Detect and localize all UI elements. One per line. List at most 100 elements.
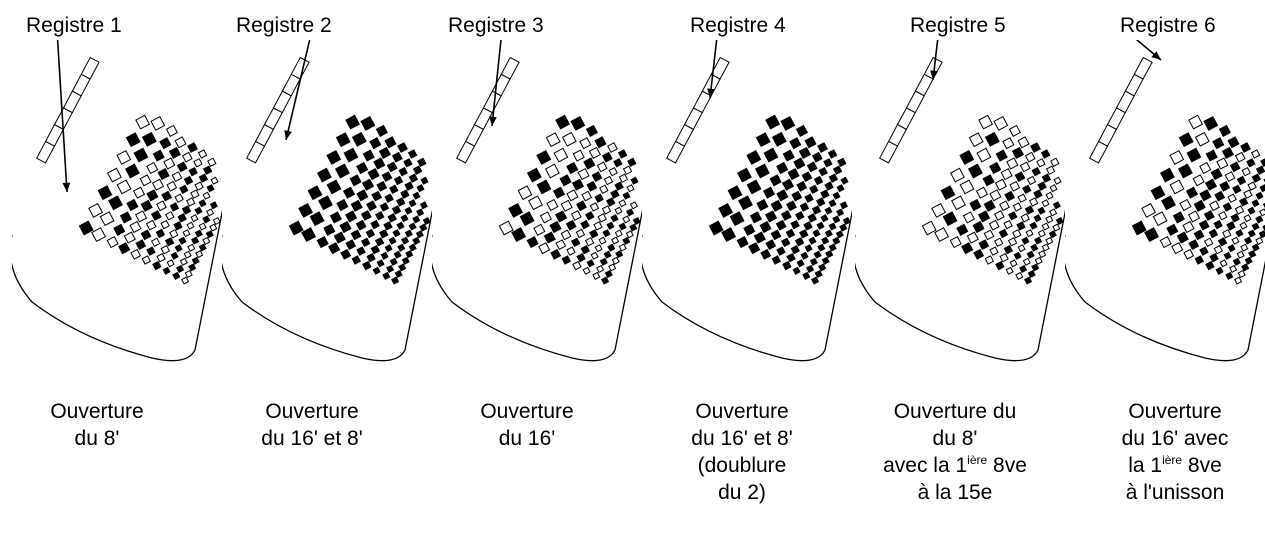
pipe-hole bbox=[375, 211, 385, 221]
pipe-hole bbox=[1185, 186, 1199, 199]
pipe-hole bbox=[1199, 189, 1212, 202]
pipe-hole bbox=[1248, 250, 1257, 259]
pipe-hole bbox=[552, 186, 566, 199]
pipe-hole bbox=[817, 142, 828, 153]
pipe-hole bbox=[601, 205, 612, 215]
pointer-arrow bbox=[56, 40, 68, 193]
arrow-head bbox=[284, 130, 292, 140]
pipe-hole bbox=[389, 257, 398, 266]
pipe-hole bbox=[1204, 178, 1218, 191]
pipe-hole bbox=[749, 211, 762, 224]
pipe-hole bbox=[577, 168, 590, 181]
pipe-hole bbox=[818, 263, 827, 272]
pipe-hole bbox=[1192, 174, 1205, 187]
register-slider-strip bbox=[879, 56, 943, 164]
pipe-hole bbox=[760, 248, 772, 260]
pipe-hole bbox=[307, 185, 323, 201]
pipe-hole bbox=[329, 211, 342, 224]
pipe-hole bbox=[162, 266, 171, 275]
caption-line: Ouverture bbox=[1085, 398, 1265, 425]
pipe-hole bbox=[832, 165, 843, 175]
pipe-hole bbox=[1012, 202, 1023, 212]
pipe-hole bbox=[191, 236, 200, 245]
windchest-diagram bbox=[222, 40, 432, 362]
pipe-holes bbox=[288, 114, 431, 285]
caption-text: du 16' avec bbox=[1121, 427, 1229, 450]
pipe-hole bbox=[108, 195, 123, 211]
pipe-hole bbox=[596, 161, 608, 173]
pipe-hole bbox=[1161, 195, 1176, 211]
pipe-hole bbox=[384, 244, 393, 253]
pipe-hole bbox=[736, 236, 749, 249]
pipe-hole bbox=[1009, 259, 1018, 268]
pipe-hole bbox=[949, 167, 965, 183]
caption-line: Ouverture bbox=[652, 398, 832, 425]
pipe-hole bbox=[398, 263, 407, 272]
pipe-hole bbox=[135, 239, 147, 251]
pipe-hole bbox=[1193, 229, 1205, 241]
pipe-hole bbox=[608, 263, 617, 272]
caption-line: à la 15e bbox=[865, 479, 1045, 506]
pipe-hole bbox=[565, 219, 577, 231]
pipe-hole bbox=[598, 236, 607, 245]
pipe-hole bbox=[571, 178, 585, 191]
pipe-hole bbox=[405, 250, 414, 259]
pipe-hole bbox=[146, 161, 159, 175]
pipe-hole bbox=[400, 214, 409, 223]
pipe-hole bbox=[543, 231, 556, 244]
pipe-hole bbox=[1238, 197, 1249, 207]
pipe-hole bbox=[420, 176, 429, 185]
pipe-hole bbox=[718, 202, 734, 218]
pipe-hole bbox=[984, 131, 1000, 147]
caption-line: avec la 1ière 8ve bbox=[865, 452, 1045, 479]
pipe-hole bbox=[419, 201, 428, 210]
pipe-hole bbox=[746, 149, 762, 165]
pipe-hole bbox=[408, 243, 417, 252]
pipe-hole bbox=[181, 276, 190, 285]
pipe-hole bbox=[591, 171, 603, 183]
pipe-hole bbox=[1034, 236, 1043, 245]
pipe-hole bbox=[1036, 158, 1046, 168]
pipe-hole bbox=[1019, 264, 1028, 273]
pipe-hole bbox=[594, 193, 604, 203]
caption-line: du 16' et 8' bbox=[222, 425, 402, 452]
pipe-hole bbox=[803, 221, 813, 231]
pipe-hole bbox=[132, 186, 146, 199]
pipe-hole bbox=[165, 124, 178, 137]
pipe-hole bbox=[814, 269, 823, 279]
pipe-hole bbox=[185, 197, 196, 207]
pipe-hole bbox=[533, 223, 546, 236]
pipe-hole bbox=[614, 229, 623, 238]
pipe-hole bbox=[511, 227, 527, 243]
pipe-hole bbox=[605, 197, 616, 207]
caption-line: du 8' bbox=[865, 425, 1045, 452]
pipe-hole bbox=[374, 237, 385, 247]
pipe-hole bbox=[942, 211, 958, 227]
pipe-hole bbox=[566, 246, 576, 256]
pipe-hole bbox=[828, 243, 837, 252]
pipe-hole bbox=[365, 228, 376, 239]
pipe-hole bbox=[526, 236, 539, 249]
pipe-hole bbox=[397, 243, 406, 252]
pipe-hole bbox=[807, 213, 817, 223]
pipe-hole bbox=[360, 237, 371, 248]
pipe-hole bbox=[1230, 213, 1240, 223]
pipe-hole bbox=[839, 201, 848, 210]
slider-segment bbox=[1133, 56, 1153, 80]
pipe-hole bbox=[367, 168, 380, 181]
pipe-hole bbox=[626, 184, 635, 193]
pipe-hole bbox=[404, 229, 413, 238]
pipe-hole bbox=[1205, 260, 1215, 271]
pipe-hole bbox=[1169, 149, 1185, 165]
pipe-hole bbox=[408, 199, 417, 208]
pipe-hole bbox=[780, 237, 791, 248]
windchest-outline bbox=[642, 209, 852, 362]
pipe-hole bbox=[1237, 269, 1246, 279]
pipe-hole bbox=[1194, 131, 1210, 147]
pipe-hole bbox=[793, 157, 806, 170]
pipe-hole bbox=[1209, 200, 1220, 212]
